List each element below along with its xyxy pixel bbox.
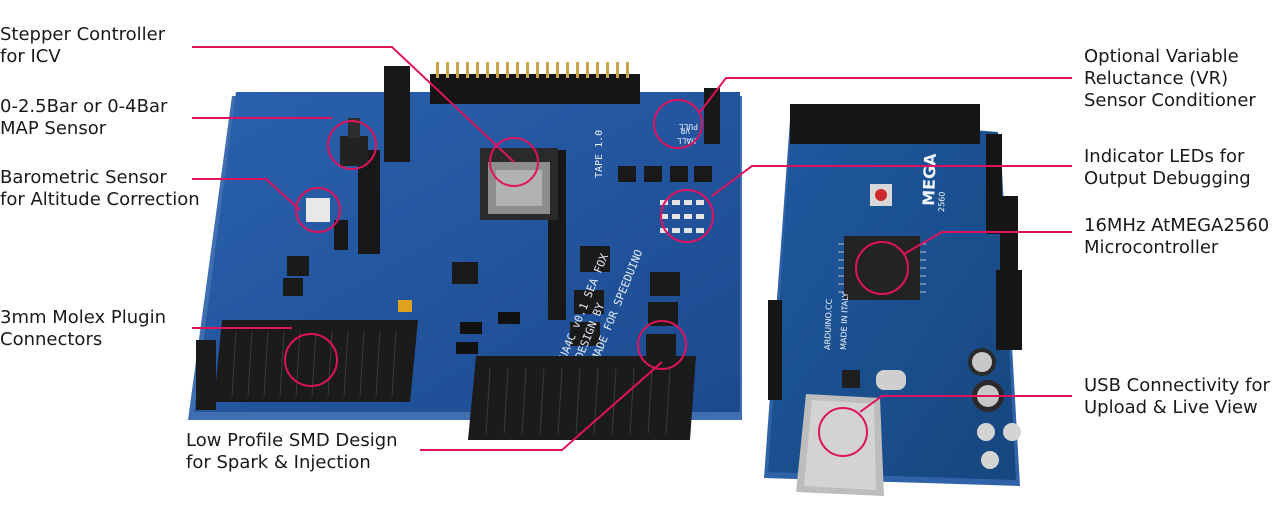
mega-top-header [790,104,980,144]
baro-sensor [306,198,330,222]
circle-smd [637,320,687,370]
callout-map-line2: MAP Sensor [0,118,107,139]
tape-label: TAPE 1.0 [594,130,605,178]
shield-chips [283,166,712,358]
leader-usb [859,395,1072,413]
vr-label-hall: HALL [677,136,696,145]
circle-stepper [489,137,539,187]
left-header-a [384,66,410,162]
atmega2560-chip [838,236,926,300]
callout-mcu: 16MHz AtMEGA2560 Microcontroller [1084,215,1269,259]
callout-molex-line1: 3mm Molex Plugin [0,307,167,328]
tantalum-cap [398,300,412,312]
circle-mcu [855,241,909,295]
map-sensor [340,118,368,166]
led-array [660,200,704,233]
callout-smd: Low Profile SMD Design for Spark & Injec… [186,430,398,474]
leader-vr [699,77,1072,113]
callout-usb-line2: Upload & Live View [1084,397,1258,418]
callout-molex: 3mm Molex Plugin Connectors [0,307,166,351]
callout-molex-line2: Connectors [0,329,103,350]
circle-leds [660,189,714,243]
callout-vr-line3: Sensor Conditioner [1084,90,1256,111]
leader-stepper [192,46,515,163]
circle-vr [653,99,703,149]
callout-leds: Indicator LEDs for Output Debugging [1084,146,1251,190]
circle-map [327,120,377,170]
vr-label-pull: PULL [679,122,698,131]
callout-usb: USB Connectivity for Upload & Live View [1084,375,1270,419]
mega-model: 2560 [937,191,947,212]
callout-mcu-line1: 16MHz AtMEGA2560 [1084,215,1270,236]
callout-stepper-line1: Stepper Controller [0,24,166,45]
callout-leds-line2: Output Debugging [1084,168,1251,189]
usb-b-connector [796,394,884,496]
callout-stepper-line2: for ICV [0,46,61,67]
callout-vr-line2: Reluctance (VR) [1084,68,1229,89]
leader-mcu [903,231,1072,255]
arduino-mega-board: MEGA 2560 ARDUINO.CC MADE IN ITALY [764,104,1022,496]
leader-smd [420,361,663,451]
callout-baro: Barometric Sensor for Altitude Correctio… [0,167,200,211]
mega-made: MADE IN ITALY [839,292,850,350]
callout-map-line1: 0-2.5Bar or 0-4Bar [0,96,168,117]
callout-markers [192,46,1072,457]
callout-baro-line2: for Altitude Correction [0,189,200,210]
mega-site: ARDUINO.CC [823,298,834,350]
callout-vr: Optional Variable Reluctance (VR) Sensor… [1084,46,1256,112]
leader-baro [192,178,301,211]
callout-mcu-line2: Microcontroller [1084,237,1219,258]
circle-baro [295,187,341,233]
molex-connector-right [468,356,696,440]
shield-top-header [430,62,640,104]
reset-button-cap [875,189,887,201]
left-header-b [358,150,380,254]
callout-smd-line2: for Spark & Injection [186,452,371,473]
circle-usb [818,407,868,457]
leader-leds [711,165,1072,197]
callout-stepper: Stepper Controller for ICV [0,24,165,68]
callout-baro-line1: Barometric Sensor [0,167,167,188]
circle-molex [284,333,338,387]
callout-map: 0-2.5Bar or 0-4Bar MAP Sensor [0,96,167,140]
callout-smd-line1: Low Profile SMD Design [186,430,398,451]
vr-label-vr: VR [680,126,690,135]
callout-usb-line1: USB Connectivity for [1084,375,1270,396]
callout-vr-line1: Optional Variable [1084,46,1239,67]
stepper-driver-module [480,148,558,220]
crystal [876,370,906,390]
molex-connector-left [196,320,418,410]
callout-leds-line1: Indicator LEDs for [1084,146,1245,167]
